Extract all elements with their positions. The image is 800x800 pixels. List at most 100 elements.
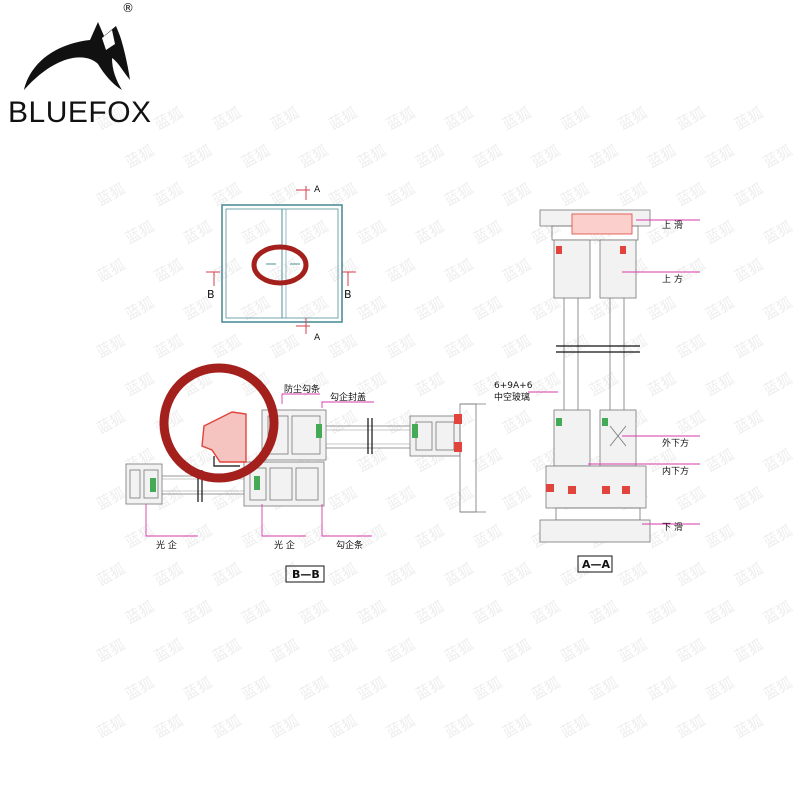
watermark-mark: 蓝狐 bbox=[383, 712, 418, 742]
watermark-mark: 蓝狐 bbox=[702, 674, 737, 704]
watermark-mark: 蓝狐 bbox=[441, 104, 476, 134]
elevation-view: A A B B bbox=[206, 185, 356, 343]
watermark-mark: 蓝狐 bbox=[499, 636, 534, 666]
watermark-mark: 蓝狐 bbox=[383, 104, 418, 134]
watermark-mark: 蓝狐 bbox=[180, 522, 215, 552]
watermark-mark: 蓝狐 bbox=[151, 560, 186, 590]
watermark-mark: 蓝狐 bbox=[354, 294, 389, 324]
watermark-mark: 蓝狐 bbox=[122, 674, 157, 704]
callout-inner-bottom-rail: 内下方 bbox=[662, 465, 689, 477]
watermark-mark: 蓝狐 bbox=[615, 636, 650, 666]
watermark-mark: 蓝狐 bbox=[441, 256, 476, 286]
glass-spec-type: 中空玻璃 bbox=[494, 391, 530, 403]
watermark-mark: 蓝狐 bbox=[93, 712, 128, 742]
watermark-mark: 蓝狐 bbox=[383, 636, 418, 666]
watermark-mark: 蓝狐 bbox=[586, 674, 621, 704]
watermark-mark: 蓝狐 bbox=[702, 446, 737, 476]
watermark-mark: 蓝狐 bbox=[499, 484, 534, 514]
watermark-mark: 蓝狐 bbox=[151, 256, 186, 286]
section-mark-b-right: B bbox=[344, 288, 352, 301]
watermark-mark: 蓝狐 bbox=[296, 598, 331, 628]
watermark-mark: 蓝狐 bbox=[383, 332, 418, 362]
watermark-mark: 蓝狐 bbox=[731, 104, 766, 134]
watermark-mark: 蓝狐 bbox=[441, 180, 476, 210]
watermark-mark: 蓝狐 bbox=[296, 218, 331, 248]
watermark-mark: 蓝狐 bbox=[93, 256, 128, 286]
callout-top-rail: 上 方 bbox=[662, 273, 683, 285]
watermark-mark: 蓝狐 bbox=[296, 522, 331, 552]
watermark-mark: 蓝狐 bbox=[412, 598, 447, 628]
watermark-mark: 蓝狐 bbox=[151, 712, 186, 742]
watermark-mark: 蓝狐 bbox=[702, 370, 737, 400]
watermark-mark: 蓝狐 bbox=[673, 636, 708, 666]
watermark-mark: 蓝狐 bbox=[731, 332, 766, 362]
watermark-mark: 蓝狐 bbox=[731, 256, 766, 286]
watermark-mark: 蓝狐 bbox=[209, 332, 244, 362]
watermark-mark: 蓝狐 bbox=[296, 674, 331, 704]
section-aa-view bbox=[539, 209, 651, 543]
watermark-mark: 蓝狐 bbox=[412, 218, 447, 248]
watermark-mark: 蓝狐 bbox=[441, 332, 476, 362]
watermark-mark: 蓝狐 bbox=[238, 294, 273, 324]
watermark-mark: 蓝狐 bbox=[93, 484, 128, 514]
watermark-mark: 蓝狐 bbox=[644, 674, 679, 704]
watermark-mark: 蓝狐 bbox=[644, 370, 679, 400]
watermark-mark: 蓝狐 bbox=[760, 294, 795, 324]
watermark-mark: 蓝狐 bbox=[180, 598, 215, 628]
watermark-mark: 蓝狐 bbox=[673, 104, 708, 134]
watermark-mark: 蓝狐 bbox=[93, 332, 128, 362]
watermark-mark: 蓝狐 bbox=[760, 446, 795, 476]
watermark-mark: 蓝狐 bbox=[151, 636, 186, 666]
watermark-mark: 蓝狐 bbox=[93, 104, 128, 134]
watermark-mark: 蓝狐 bbox=[325, 636, 360, 666]
watermark-mark: 蓝狐 bbox=[615, 104, 650, 134]
watermark-mark: 蓝狐 bbox=[557, 636, 592, 666]
watermark-mark: 蓝狐 bbox=[470, 142, 505, 172]
watermark-mark: 蓝狐 bbox=[296, 142, 331, 172]
watermark-mark: 蓝狐 bbox=[122, 142, 157, 172]
watermark-mark: 蓝狐 bbox=[209, 636, 244, 666]
watermark-mark: 蓝狐 bbox=[557, 712, 592, 742]
watermark-mark: 蓝狐 bbox=[731, 408, 766, 438]
watermark-mark: 蓝狐 bbox=[760, 218, 795, 248]
callout-bottom-slide: 下 滑 bbox=[662, 522, 683, 533]
watermark-mark: 蓝狐 bbox=[673, 560, 708, 590]
watermark-mark: 蓝狐 bbox=[470, 598, 505, 628]
watermark-mark: 蓝狐 bbox=[441, 712, 476, 742]
watermark-mark: 蓝狐 bbox=[122, 294, 157, 324]
watermark-mark: 蓝狐 bbox=[325, 484, 360, 514]
watermark-mark: 蓝狐 bbox=[441, 636, 476, 666]
watermark-mark: 蓝狐 bbox=[354, 142, 389, 172]
watermark-mark: 蓝狐 bbox=[180, 218, 215, 248]
watermark-mark: 蓝狐 bbox=[760, 370, 795, 400]
watermark-mark: 蓝狐 bbox=[238, 674, 273, 704]
watermark-mark: 蓝狐 bbox=[238, 142, 273, 172]
watermark-mark: 蓝狐 bbox=[122, 218, 157, 248]
registered-mark: ® bbox=[122, 1, 134, 15]
watermark-mark: 蓝狐 bbox=[325, 408, 360, 438]
watermark-mark: 蓝狐 bbox=[412, 294, 447, 324]
watermark-mark: 蓝狐 bbox=[209, 560, 244, 590]
section-bb-callouts bbox=[145, 393, 374, 537]
watermark-mark: 蓝狐 bbox=[383, 180, 418, 210]
watermark-mark: 蓝狐 bbox=[702, 598, 737, 628]
watermark-mark: 蓝狐 bbox=[586, 370, 621, 400]
callout-hook-cover: 勾企封盖 bbox=[330, 391, 366, 403]
watermark-mark: 蓝狐 bbox=[122, 522, 157, 552]
watermark-mark: 蓝狐 bbox=[673, 408, 708, 438]
watermark-mark: 蓝狐 bbox=[702, 218, 737, 248]
watermark-mark: 蓝狐 bbox=[354, 674, 389, 704]
watermark-mark: 蓝狐 bbox=[557, 180, 592, 210]
section-aa-title: A—A bbox=[582, 558, 611, 571]
watermark-mark: 蓝狐 bbox=[731, 560, 766, 590]
section-aa-callouts bbox=[528, 219, 700, 525]
watermark-mark: 蓝狐 bbox=[325, 104, 360, 134]
watermark-mark: 蓝狐 bbox=[325, 256, 360, 286]
watermark-mark: 蓝狐 bbox=[325, 712, 360, 742]
watermark-mark: 蓝狐 bbox=[180, 142, 215, 172]
watermark-mark: 蓝狐 bbox=[731, 636, 766, 666]
watermark-mark: 蓝狐 bbox=[354, 598, 389, 628]
watermark-mark: 蓝狐 bbox=[499, 256, 534, 286]
